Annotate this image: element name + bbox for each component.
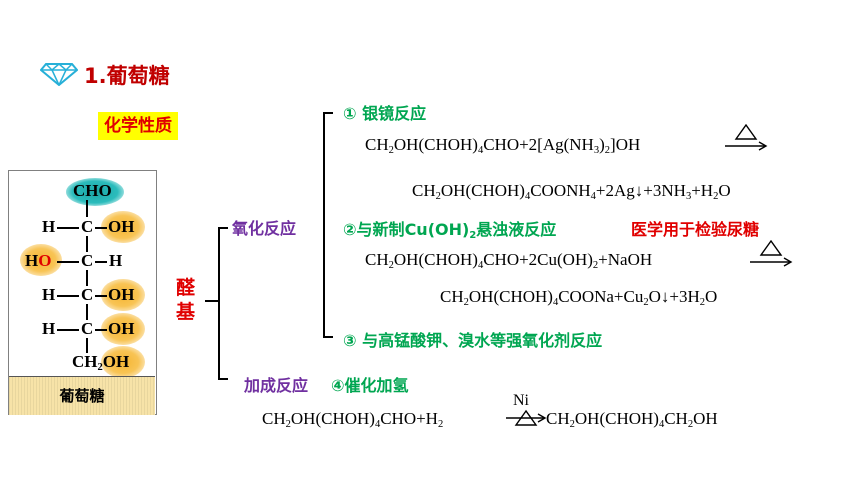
oh-highlight-5 xyxy=(101,346,145,378)
reaction-3-title: ③ 与高锰酸钾、溴水等强氧化剂反应 xyxy=(343,331,603,350)
bond xyxy=(86,236,88,252)
aldehyde-group-label: 醛基 xyxy=(176,277,196,323)
equation-2-left: CH2OH(CHOH)4CHO+2Cu(OH)2+NaOH xyxy=(365,250,653,271)
oh-highlight-1 xyxy=(101,211,145,243)
oxidation-label: 氧化反应 xyxy=(232,219,297,238)
heat-arrow-1 xyxy=(723,123,769,156)
bond xyxy=(86,338,88,353)
h-left-4: H xyxy=(42,319,56,338)
h-left-1: H xyxy=(42,217,56,236)
bond xyxy=(95,261,107,263)
catalyst-arrow xyxy=(504,393,548,437)
catalyst-label: Ni xyxy=(513,392,529,409)
ho-left-2: HO xyxy=(25,251,52,270)
bond xyxy=(57,227,79,229)
equation-2-right: CH2OH(CHOH)4COONa+Cu2O↓+3H2O xyxy=(440,287,718,308)
structure-name: 葡萄糖 xyxy=(9,376,155,415)
bond xyxy=(57,261,79,263)
bracket-tick xyxy=(323,336,333,338)
heat-arrow-2 xyxy=(748,239,794,272)
bracket-oxidation xyxy=(323,112,325,337)
h-left-3: H xyxy=(42,285,56,304)
reaction-2-title: ②与新制Cu(OH)2悬浊液反应 xyxy=(343,220,557,241)
oh-highlight-4 xyxy=(101,313,145,345)
oh-right-1: OH xyxy=(108,217,135,236)
oh-right-3: OH xyxy=(108,285,135,304)
oh-right-4: OH xyxy=(108,319,135,338)
bond xyxy=(95,227,107,229)
bond xyxy=(57,295,79,297)
reaction-2-note: 医学用于检验尿糖 xyxy=(631,220,760,239)
bracket-tick xyxy=(218,227,228,229)
bond xyxy=(86,270,88,286)
cho-group: CHO xyxy=(73,181,112,200)
equation-1-left: CH2OH(CHOH)4CHO+2[Ag(NH3)2]OH xyxy=(365,135,641,156)
bond xyxy=(95,295,107,297)
cho-highlight xyxy=(66,178,124,206)
equation-4-left: CH2OH(CHOH)4CHO+H2 xyxy=(262,409,444,430)
bracket-main xyxy=(218,227,220,379)
carbon-1: C xyxy=(81,217,94,236)
bracket-stem xyxy=(205,300,219,302)
diamond-icon xyxy=(39,62,79,90)
h-right-2: H xyxy=(109,251,123,270)
carbon-2: C xyxy=(81,251,94,270)
addition-label: 加成反应 xyxy=(244,376,309,395)
reaction-1-title: ① 银镜反应 xyxy=(343,104,427,123)
page-title: 1.葡萄糖 xyxy=(84,64,170,88)
bond xyxy=(57,329,79,331)
bracket-tick xyxy=(323,112,333,114)
bracket-tick xyxy=(218,378,228,380)
bond xyxy=(86,304,88,320)
ch2oh-group: CH2OH xyxy=(72,352,130,373)
bond xyxy=(86,200,88,217)
ho-highlight xyxy=(20,244,62,276)
carbon-4: C xyxy=(81,319,94,338)
oh-highlight-3 xyxy=(101,279,145,311)
carbon-3: C xyxy=(81,285,94,304)
equation-4-right: CH2OH(CHOH)4CH2OH xyxy=(546,409,718,430)
bond xyxy=(95,329,107,331)
reaction-4-title: ④催化加氢 xyxy=(331,376,409,395)
equation-1-right: CH2OH(CHOH)4COONH4+2Ag↓+3NH3+H2O xyxy=(412,181,731,202)
chem-props-label: 化学性质 xyxy=(98,112,178,140)
